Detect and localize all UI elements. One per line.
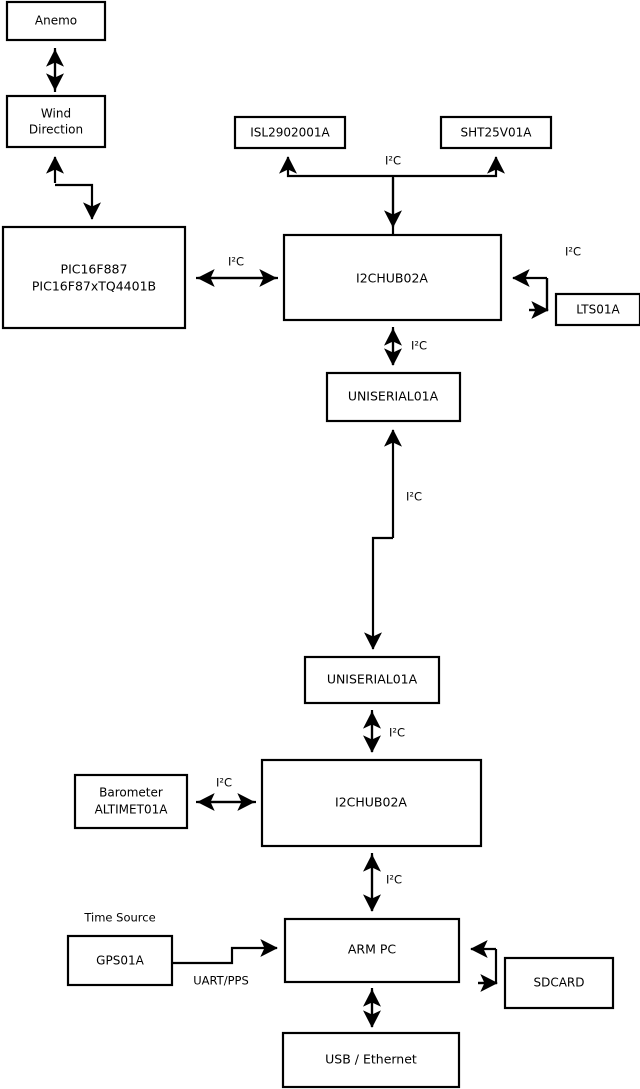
- node-sht25v01a[interactable]: SHT25V01A: [439, 115, 553, 150]
- edge-gps-to-armpc: [172, 938, 278, 965]
- node-usb-ethernet[interactable]: USB / Ethernet: [281, 1031, 461, 1089]
- edge-label-i2c-sensor-bus: I²C: [385, 154, 401, 168]
- node-gps01a-label: GPS01A: [96, 954, 144, 968]
- node-uniserial01a-bottom[interactable]: UNISERIAL01A: [303, 655, 441, 705]
- node-usb-ethernet-label: USB / Ethernet: [325, 1052, 417, 1067]
- edge-wind-to-pic: [55, 183, 102, 220]
- edge-label-i2c-baro-hub: I²C: [216, 776, 232, 790]
- node-lts01a[interactable]: LTS01A: [554, 292, 640, 327]
- node-isl2902001a[interactable]: ISL2902001A: [233, 115, 347, 150]
- connector-layer: [45, 48, 549, 1028]
- node-wind-direction[interactable]: Wind Direction: [5, 94, 107, 149]
- node-wind-direction-label-2: Direction: [29, 123, 83, 137]
- node-i2chub02a-top[interactable]: I2CHUB02A: [282, 233, 503, 322]
- node-isl2902001a-label: ISL2902001A: [250, 126, 330, 140]
- edge-bus-to-isl: [278, 156, 393, 178]
- edge-sdcard-loop: [478, 949, 498, 985]
- node-pic16f887[interactable]: PIC16F887 PIC16F87xTQ4401B: [1, 225, 187, 330]
- edge-label-i2c-hub-armpc: I²C: [386, 873, 402, 887]
- edge-bus-to-sht: [393, 156, 506, 178]
- node-i2chub02a-bottom[interactable]: I2CHUB02A: [260, 758, 483, 848]
- edge-label-i2c-hub-uniser: I²C: [411, 339, 427, 353]
- node-lts01a-label: LTS01A: [576, 303, 620, 317]
- node-barometer-altimet01a[interactable]: Barometer ALTIMET01A: [73, 773, 189, 830]
- edge-label-i2c-hub-lts: I²C: [565, 245, 581, 259]
- node-sdcard-label: SDCARD: [533, 976, 584, 990]
- node-arm-pc[interactable]: ARM PC: [283, 917, 461, 984]
- edge-label-i2c-uniser-hub-bot: I²C: [389, 726, 405, 740]
- node-barometer-label-1: Barometer: [99, 786, 163, 800]
- node-uniserial01a-top-label: UNISERIAL01A: [348, 389, 439, 404]
- node-sdcard[interactable]: SDCARD: [503, 956, 615, 1010]
- node-anemo-label: Anemo: [35, 14, 77, 28]
- edge-label-uart-pps: UART/PPS: [193, 974, 249, 988]
- node-anemo[interactable]: Anemo: [5, 0, 107, 42]
- node-arm-pc-label: ARM PC: [348, 942, 397, 957]
- node-i2chub02a-bottom-label: I2CHUB02A: [335, 795, 407, 810]
- annotation-time-source: Time Source: [83, 911, 155, 925]
- node-uniserial01a-bottom-label: UNISERIAL01A: [327, 672, 418, 687]
- node-pic16f887-label-2: PIC16F87xTQ4401B: [32, 279, 156, 294]
- node-gps01a[interactable]: GPS01A: [66, 934, 174, 987]
- edge-lts-loop-b: [529, 278, 549, 312]
- node-wind-direction-label-1: Wind: [41, 107, 71, 121]
- node-uniserial01a-top[interactable]: UNISERIAL01A: [325, 371, 462, 423]
- node-pic16f887-label-1: PIC16F887: [61, 262, 128, 277]
- node-barometer-label-2: ALTIMET01A: [95, 803, 169, 817]
- edge-label-i2c-uniser-link: I²C: [406, 490, 422, 504]
- edge-uniser-link-down: [363, 536, 393, 650]
- node-i2chub02a-top-label: I2CHUB02A: [356, 271, 428, 286]
- node-sht25v01a-label: SHT25V01A: [461, 126, 533, 140]
- edge-label-i2c-pic-hub: I²C: [228, 255, 244, 269]
